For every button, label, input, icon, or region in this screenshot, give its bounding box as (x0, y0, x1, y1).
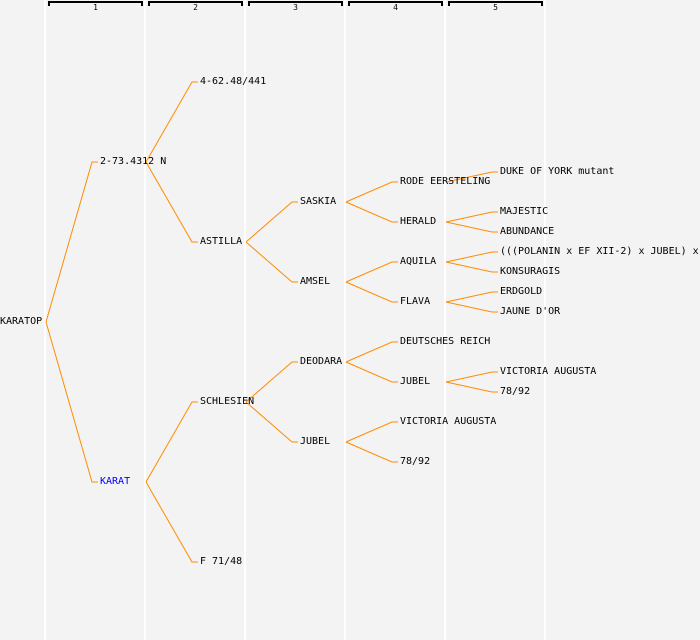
parent-link (345, 261, 398, 283)
parent-link (345, 441, 398, 463)
parent-link (345, 181, 398, 203)
column-separator (344, 0, 346, 640)
parent-link (145, 481, 198, 563)
parent-link (145, 161, 198, 243)
pedigree-node: HERALD (400, 216, 437, 227)
parent-link (345, 201, 398, 223)
parent-link (245, 401, 298, 443)
parent-link (345, 421, 398, 443)
parent-link (345, 281, 398, 303)
column-separator (44, 0, 46, 640)
column-number: 3 (293, 3, 298, 12)
parent-link (145, 401, 198, 483)
pedigree-node: ABUNDANCE (500, 226, 555, 237)
pedigree-node: SCHLESIEN (200, 396, 255, 407)
pedigree-node: DUKE OF YORK mutant (500, 166, 615, 177)
pedigree-node: MAJESTIC (500, 206, 549, 217)
pedigree-node: (((POLANIN x EF XII-2) x JUBEL) x (500, 246, 699, 257)
parent-link (445, 171, 498, 183)
pedigree-node: JAUNE D'OR (500, 306, 561, 317)
parent-link (445, 291, 498, 303)
column-separator (144, 0, 146, 640)
column-number: 2 (193, 3, 198, 12)
parent-link (345, 361, 398, 383)
pedigree-node[interactable]: KARAT (100, 476, 131, 487)
parent-link (45, 161, 98, 323)
pedigree-node: AMSEL (300, 276, 331, 287)
pedigree-node: JUBEL (400, 376, 431, 387)
parent-link (445, 381, 498, 393)
column-number: 1 (93, 3, 98, 12)
parent-link (445, 371, 498, 383)
pedigree-node: 78/92 (400, 456, 431, 467)
parent-link (45, 321, 98, 483)
parent-link (245, 241, 298, 283)
root-node: KARATOP (0, 316, 43, 327)
pedigree-node: VICTORIA AUGUSTA (400, 416, 497, 427)
column-number: 4 (393, 3, 398, 12)
pedigree-node: ERDGOLD (500, 286, 543, 297)
column-header-1: 1 (48, 1, 143, 12)
column-number: 5 (493, 3, 498, 12)
parent-link (245, 201, 298, 243)
pedigree-node: 2-73.4312 N (100, 156, 167, 167)
parent-link (445, 251, 498, 263)
column-header-5: 5 (448, 1, 543, 12)
parent-link (345, 341, 398, 363)
parent-link (445, 261, 498, 273)
pedigree-node: FLAVA (400, 296, 431, 307)
pedigree-node: F 71/48 (200, 556, 243, 567)
parent-link (245, 361, 298, 403)
parent-link (445, 221, 498, 233)
parent-link (445, 301, 498, 313)
pedigree-node: DEUTSCHES REICH (400, 336, 491, 347)
parent-link (145, 81, 198, 163)
column-separator (444, 0, 446, 640)
column-separator (244, 0, 246, 640)
pedigree-node: JUBEL (300, 436, 331, 447)
column-header-4: 4 (348, 1, 443, 12)
pedigree-node: DEODARA (300, 356, 343, 367)
parent-link (445, 211, 498, 223)
column-separator (544, 0, 546, 640)
column-header-2: 2 (148, 1, 243, 12)
pedigree-node: KONSURAGIS (500, 266, 561, 277)
pedigree-node: SASKIA (300, 196, 337, 207)
pedigree-node: RODE EERSTELING (400, 176, 491, 187)
pedigree-node: VICTORIA AUGUSTA (500, 366, 597, 377)
pedigree-node: 78/92 (500, 386, 531, 397)
pedigree-node: ASTILLA (200, 236, 243, 247)
column-header-3: 3 (248, 1, 343, 12)
pedigree-node: 4-62.48/441 (200, 76, 267, 87)
pedigree-node: AQUILA (400, 256, 437, 267)
